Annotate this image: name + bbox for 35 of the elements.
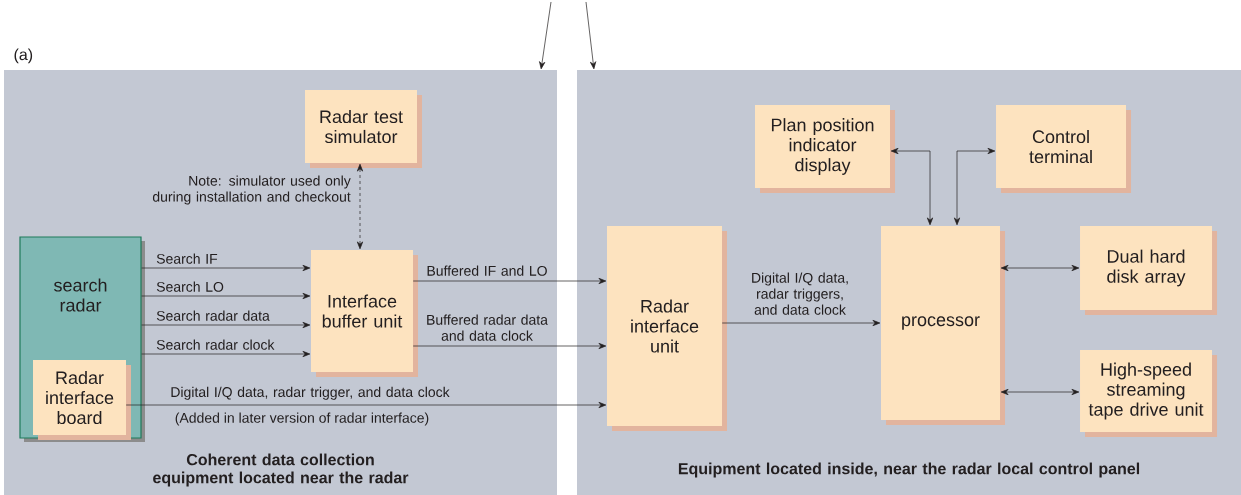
connector [356, 163, 364, 250]
process-box: Radar interface board [33, 360, 131, 440]
edge-label: Buffered radar data and data clock [427, 314, 548, 341]
arrow [412, 277, 607, 285]
connector [1000, 264, 1080, 272]
process-box: Radar test simulator [305, 90, 422, 168]
process-box: Plan position indicator display [755, 105, 895, 193]
arrow [412, 342, 607, 350]
edge-label: Search IF [156, 253, 218, 264]
connector [953, 147, 996, 226]
arrow [141, 350, 311, 358]
edge-label: Search radar clock [156, 339, 275, 350]
edge-label: Search LO [156, 281, 224, 292]
edge-label: Digital I/Q data, radar triggers, and data clock [752, 272, 848, 315]
arrow [141, 321, 311, 329]
process-box: Interface buffer unit [311, 250, 418, 377]
process-box: processor [881, 226, 1005, 425]
connector [1000, 388, 1080, 396]
note: (Added in later version of radar interface) [175, 412, 429, 426]
direction-arrow [585, 1, 597, 70]
connector [890, 147, 934, 226]
process-box: Radar interface unit [607, 226, 727, 431]
edge-label: Note: simulator used only during installation and checkout [152, 175, 351, 205]
edge-label: Digital I/Q data, radar trigger, and data clock [171, 386, 450, 400]
arrow [141, 292, 311, 300]
edge-label: Search radar data [156, 310, 270, 321]
panel-label: (a) [14, 48, 33, 64]
edge-label: Buffered IF and LO [427, 265, 547, 276]
arrow [125, 401, 607, 409]
arrow [721, 319, 881, 327]
direction-arrow [539, 1, 552, 70]
process-box: High-speed streaming tape drive unit [1080, 350, 1217, 437]
process-box: Control terminal [996, 105, 1131, 193]
process-box: Dual hard disk array [1080, 226, 1217, 315]
arrow [141, 264, 311, 272]
